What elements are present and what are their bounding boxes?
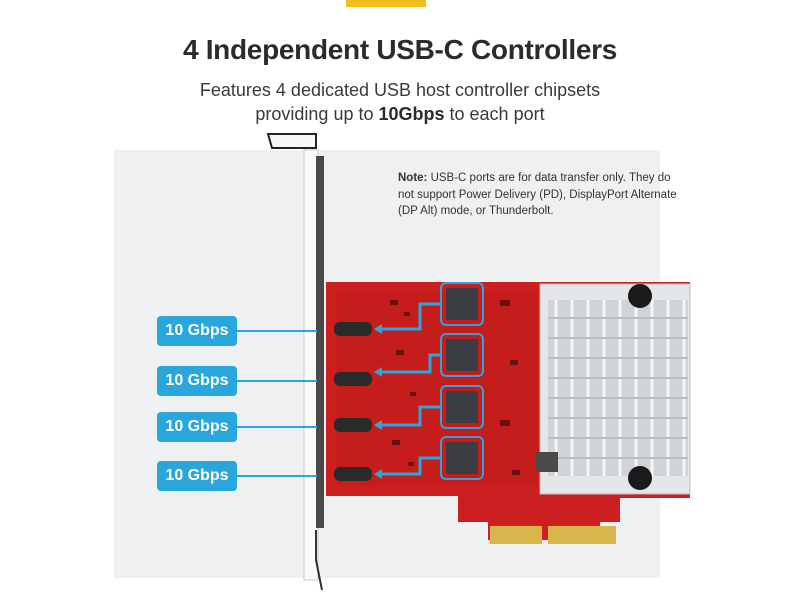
subtitle-prefix: providing up to xyxy=(255,104,379,124)
port-speed-badge: 10 Gbps xyxy=(157,316,237,346)
port-speed-badge: 10 Gbps xyxy=(157,461,237,491)
port-leader-line xyxy=(237,330,317,332)
pcie-gold-fingers xyxy=(490,526,616,544)
port-speed-badge: 10 Gbps xyxy=(157,412,237,442)
port-leader-line xyxy=(237,426,317,428)
subtitle-line-2: providing up to 10Gbps to each port xyxy=(0,104,800,125)
note-label: Note: xyxy=(398,172,428,184)
page-title: 4 Independent USB-C Controllers xyxy=(182,34,618,65)
mounting-bracket xyxy=(266,133,324,591)
accent-bar xyxy=(346,0,426,7)
subtitle-suffix: to each port xyxy=(444,104,545,124)
usb-c-ports xyxy=(334,322,372,481)
port-leader-line xyxy=(237,475,317,477)
note-text: USB-C ports are for data transfer only. … xyxy=(398,172,677,217)
chip-to-port-arrows xyxy=(380,302,441,476)
data-transfer-note: Note: USB-C ports are for data transfer … xyxy=(398,170,678,220)
heatsink xyxy=(539,283,691,495)
arrow-heads xyxy=(374,324,382,479)
smd-components xyxy=(390,300,558,475)
port-speed-badge: 10 Gbps xyxy=(157,366,237,396)
port-leader-line xyxy=(237,380,317,382)
subtitle-speed-bold: 10Gbps xyxy=(378,104,445,124)
subtitle-line-1: Features 4 dedicated USB host controller… xyxy=(199,80,601,100)
